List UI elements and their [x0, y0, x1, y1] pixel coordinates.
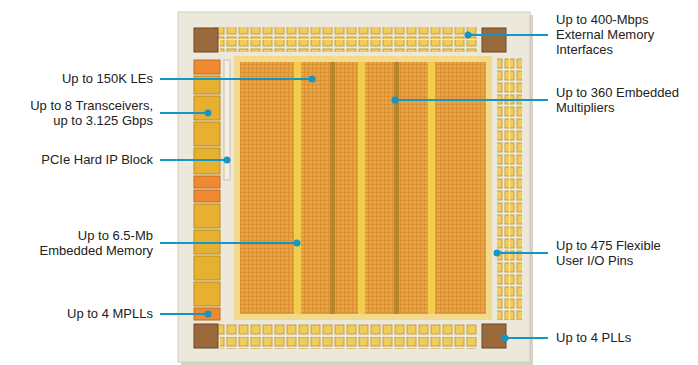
- callout-label: Up to 150K LEs: [13, 71, 153, 86]
- callout-label: PCIe Hard IP Block: [13, 152, 153, 167]
- callout-label: Up to 6.5-Mb Embedded Memory: [33, 228, 153, 258]
- callout-label: Up to 400-Mbps External Memory Interface…: [556, 12, 674, 57]
- leader-lines: [160, 32, 548, 342]
- callout-label: Up to 4 PLLs: [556, 330, 684, 345]
- callout-label: Up to 360 Embedded Multipliers: [556, 85, 691, 115]
- callout-label: Up to 8 Transceivers, up to 3.125 Gbps: [13, 98, 153, 128]
- callout-label: Up to 475 Flexible User I/O Pins: [556, 238, 684, 268]
- callout-label: Up to 4 MPLLs: [13, 306, 153, 321]
